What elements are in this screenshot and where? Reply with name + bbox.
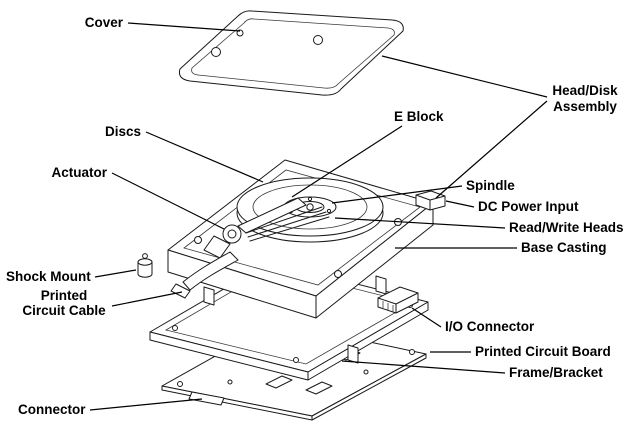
label-frame-bracket: Frame/Bracket bbox=[509, 365, 603, 380]
leader-connector bbox=[89, 398, 203, 411]
label-dc-power-input: DC Power Input bbox=[478, 199, 579, 214]
actuator-drawing bbox=[203, 197, 330, 259]
cable-ribbon bbox=[182, 251, 239, 291]
cover-screw-hole bbox=[236, 29, 244, 37]
shock-mount-drawing bbox=[137, 253, 153, 278]
pcb-edge-connector bbox=[188, 391, 225, 406]
io-connector-drawing bbox=[377, 286, 419, 314]
label-spindle: Spindle bbox=[466, 178, 515, 193]
frame-side-right bbox=[307, 301, 429, 381]
shock-mount-pin bbox=[142, 253, 148, 259]
frame-hole bbox=[293, 357, 299, 363]
pcb-hole bbox=[177, 381, 183, 387]
leader-discs bbox=[145, 131, 264, 183]
base-standoff bbox=[194, 236, 202, 244]
labels: Cover Head/Disk Assembly Discs E Block A… bbox=[6, 15, 624, 417]
label-actuator: Actuator bbox=[51, 165, 107, 180]
leader-head-disk-assembly-1 bbox=[381, 55, 548, 98]
label-shock-mount: Shock Mount bbox=[6, 269, 91, 284]
leader-dc-power-input bbox=[445, 200, 475, 208]
base-standoff bbox=[334, 270, 342, 278]
pcb-hole bbox=[409, 349, 415, 355]
pcb-hole bbox=[227, 379, 233, 385]
printed-circuit-cable-drawing bbox=[170, 251, 239, 299]
leader-printed-circuit-cable bbox=[111, 291, 183, 307]
base-casting-side-right bbox=[315, 202, 434, 319]
frame-hole bbox=[172, 325, 178, 331]
leader-shock-mount bbox=[94, 269, 137, 278]
leader-e-block bbox=[291, 125, 403, 198]
cover-flange bbox=[191, 18, 395, 89]
label-base-casting: Base Casting bbox=[521, 240, 607, 255]
label-printed-circuit-board: Printed Circuit Board bbox=[475, 344, 611, 359]
leader-head-disk-assembly-2 bbox=[435, 100, 548, 199]
io-connector-pins bbox=[382, 301, 394, 312]
label-e-block: E Block bbox=[394, 109, 444, 124]
e-block-arm bbox=[237, 197, 307, 234]
pcb-hole bbox=[363, 369, 369, 375]
cable-end-connector bbox=[170, 283, 191, 299]
label-head-disk-assembly-line2: Assembly bbox=[553, 99, 617, 114]
cover-screw-hole bbox=[313, 35, 323, 45]
cover-screw-hole bbox=[211, 47, 221, 57]
leader-frame-bracket bbox=[341, 360, 506, 374]
label-printed-circuit-cable-line2: Circuit Cable bbox=[22, 303, 106, 318]
shock-mount-body bbox=[137, 262, 153, 278]
leader-cover bbox=[127, 22, 241, 32]
cover-outline bbox=[179, 10, 404, 96]
leader-spindle bbox=[331, 185, 463, 204]
label-connector: Connector bbox=[18, 402, 86, 417]
cover-drawing bbox=[179, 10, 404, 96]
leader-lines bbox=[89, 22, 548, 411]
label-cover: Cover bbox=[85, 15, 124, 30]
label-read-write-heads: Read/Write Heads bbox=[509, 220, 624, 235]
shock-mount-top bbox=[137, 258, 153, 266]
clamp-screw bbox=[307, 196, 313, 202]
actuator-pivot-inner bbox=[227, 229, 237, 239]
label-head-disk-assembly-line1: Head/Disk bbox=[552, 83, 618, 98]
clamp-screw bbox=[326, 208, 332, 214]
label-printed-circuit-cable-line1: Printed bbox=[41, 288, 88, 303]
leader-actuator bbox=[111, 172, 225, 230]
label-io-connector: I/O Connector bbox=[445, 319, 535, 334]
leader-io-connector bbox=[411, 307, 442, 328]
label-discs: Discs bbox=[105, 124, 141, 139]
frame-bracket-drawing bbox=[149, 261, 429, 381]
leader-read-write-heads bbox=[334, 217, 506, 229]
read-write-heads-comb bbox=[245, 206, 330, 242]
spindle-center bbox=[306, 203, 314, 211]
pcb-side-right bbox=[311, 353, 427, 421]
